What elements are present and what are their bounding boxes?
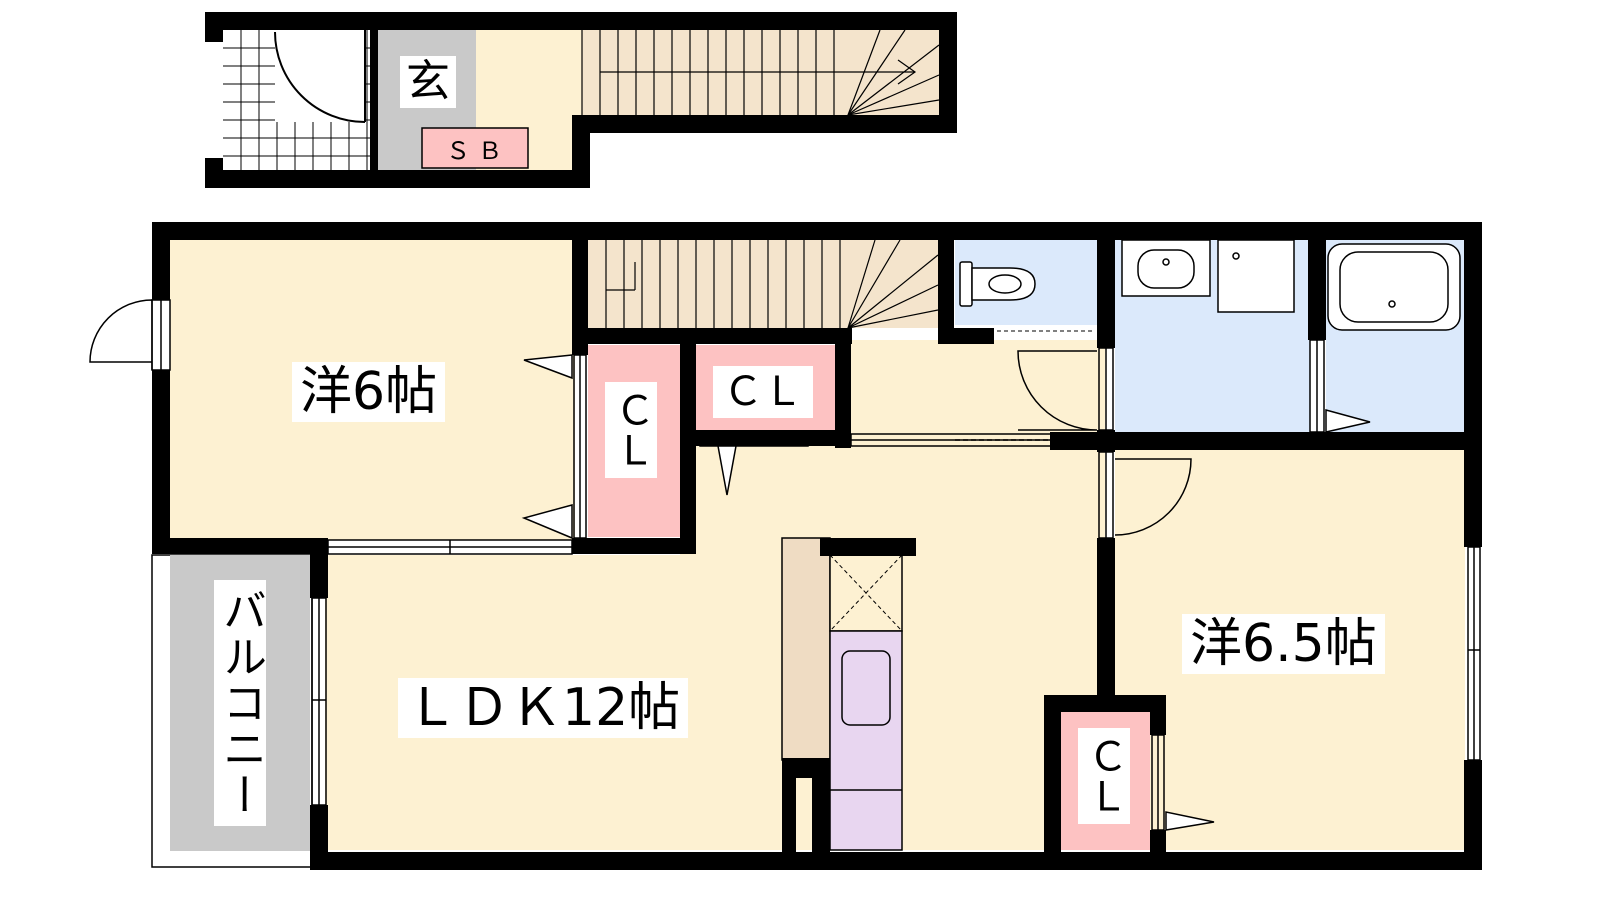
kitchen-counter — [781, 537, 831, 761]
bathtub-icon — [1327, 243, 1461, 331]
sink-icon — [1121, 239, 1211, 297]
main-floor — [89, 222, 1482, 870]
entrance-label: 玄 — [400, 56, 456, 108]
staircase-lower — [588, 240, 938, 328]
closet-right-label: ＣＬ — [1078, 728, 1130, 824]
shoe-box-label: ＳＢ — [432, 135, 524, 167]
balcony-label: バルコニー — [214, 580, 266, 826]
toilet-icon — [959, 261, 1036, 307]
closet-top-label: ＣＬ — [713, 366, 813, 418]
entrance-block — [205, 12, 957, 188]
ldk-label: ＬＤＫ12帖 — [398, 678, 689, 738]
western-room-2-label: 洋6.5帖 — [1182, 614, 1385, 674]
western-room-1-label: 洋6帖 — [292, 362, 446, 422]
washing-machine-icon — [1217, 239, 1295, 313]
closet-vertical-label: ＣＬ — [605, 382, 657, 478]
kitchen-sink-icon — [841, 650, 891, 726]
